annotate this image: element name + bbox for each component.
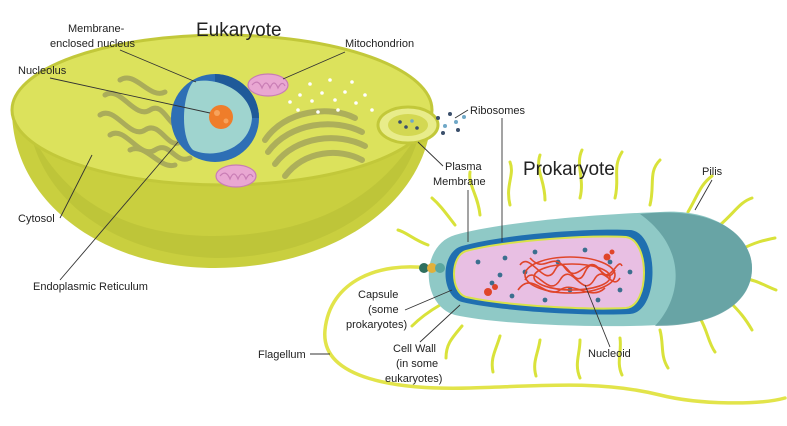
prokaryote-title: Prokaryote bbox=[523, 159, 615, 180]
mitochondrion-leader bbox=[282, 51, 346, 80]
membrane-nucleus-label-1: Membrane- bbox=[68, 23, 125, 35]
nucleolus-body bbox=[209, 105, 233, 129]
nucleoid-label: Nucleoid bbox=[588, 348, 631, 360]
mitochondrion-bottom bbox=[215, 164, 257, 188]
nucleus bbox=[171, 74, 259, 162]
cytosol-label: Cytosol bbox=[18, 213, 55, 225]
cell-wall-leader bbox=[419, 304, 461, 343]
nucleolus-label: Nucleolus bbox=[18, 65, 67, 77]
prokaryote-ribosomes bbox=[475, 247, 633, 303]
prokaryote-cell bbox=[323, 148, 787, 405]
nucleolus-leader bbox=[49, 77, 211, 114]
cell-wall-label-2: (in some bbox=[396, 358, 438, 370]
er-leader bbox=[59, 141, 179, 281]
membrane-nucleus-leader bbox=[119, 49, 197, 83]
eukaryote-cytosol-shade bbox=[30, 130, 420, 258]
mitochondrion-label: Mitochondrion bbox=[345, 38, 414, 50]
er-label: Endoplasmic Reticulum bbox=[33, 281, 148, 293]
ribosomes-leader-1 bbox=[454, 109, 469, 119]
capsule-shade bbox=[640, 212, 752, 326]
ribosomes-label: Ribosomes bbox=[470, 105, 526, 117]
cytosol-leader bbox=[59, 154, 93, 219]
flagellum-base bbox=[419, 263, 445, 273]
golgi-apparatus bbox=[262, 108, 368, 179]
eukaryote-ribosomes bbox=[288, 78, 374, 114]
capsule-label-2: (some bbox=[368, 304, 399, 316]
plasma-membrane-vesicle bbox=[376, 105, 440, 145]
cell-wall-label-3: eukaryotes) bbox=[385, 373, 442, 385]
nucleoid-dna bbox=[517, 256, 623, 294]
nucleoid-leader bbox=[584, 284, 611, 348]
plasma-membrane-leader-1 bbox=[417, 141, 444, 167]
pilis-leader bbox=[694, 179, 713, 211]
capsule-leader bbox=[404, 289, 453, 311]
eukaryote-title: Eukaryote bbox=[196, 20, 282, 41]
prokaryote-cytoplasm bbox=[453, 235, 645, 310]
cell-wall-label-1: Cell Wall bbox=[393, 343, 436, 355]
flagellum-tail bbox=[323, 265, 787, 405]
capsule-label-3: prokaryotes) bbox=[346, 319, 407, 331]
eukaryote-cell bbox=[10, 33, 466, 268]
plasmids bbox=[484, 249, 615, 296]
plasma-membrane-label-2: Membrane bbox=[433, 176, 486, 188]
flagellum-label: Flagellum bbox=[258, 349, 306, 361]
released-ribosomes bbox=[436, 112, 466, 135]
membrane-nucleus-label-2: enclosed nucleus bbox=[50, 38, 136, 50]
pilis-label: Pilis bbox=[702, 166, 723, 178]
mitochondrion-top bbox=[247, 73, 289, 97]
plasma-membrane-label-1: Plasma bbox=[445, 161, 483, 173]
capsule-label-1: Capsule bbox=[358, 289, 398, 301]
